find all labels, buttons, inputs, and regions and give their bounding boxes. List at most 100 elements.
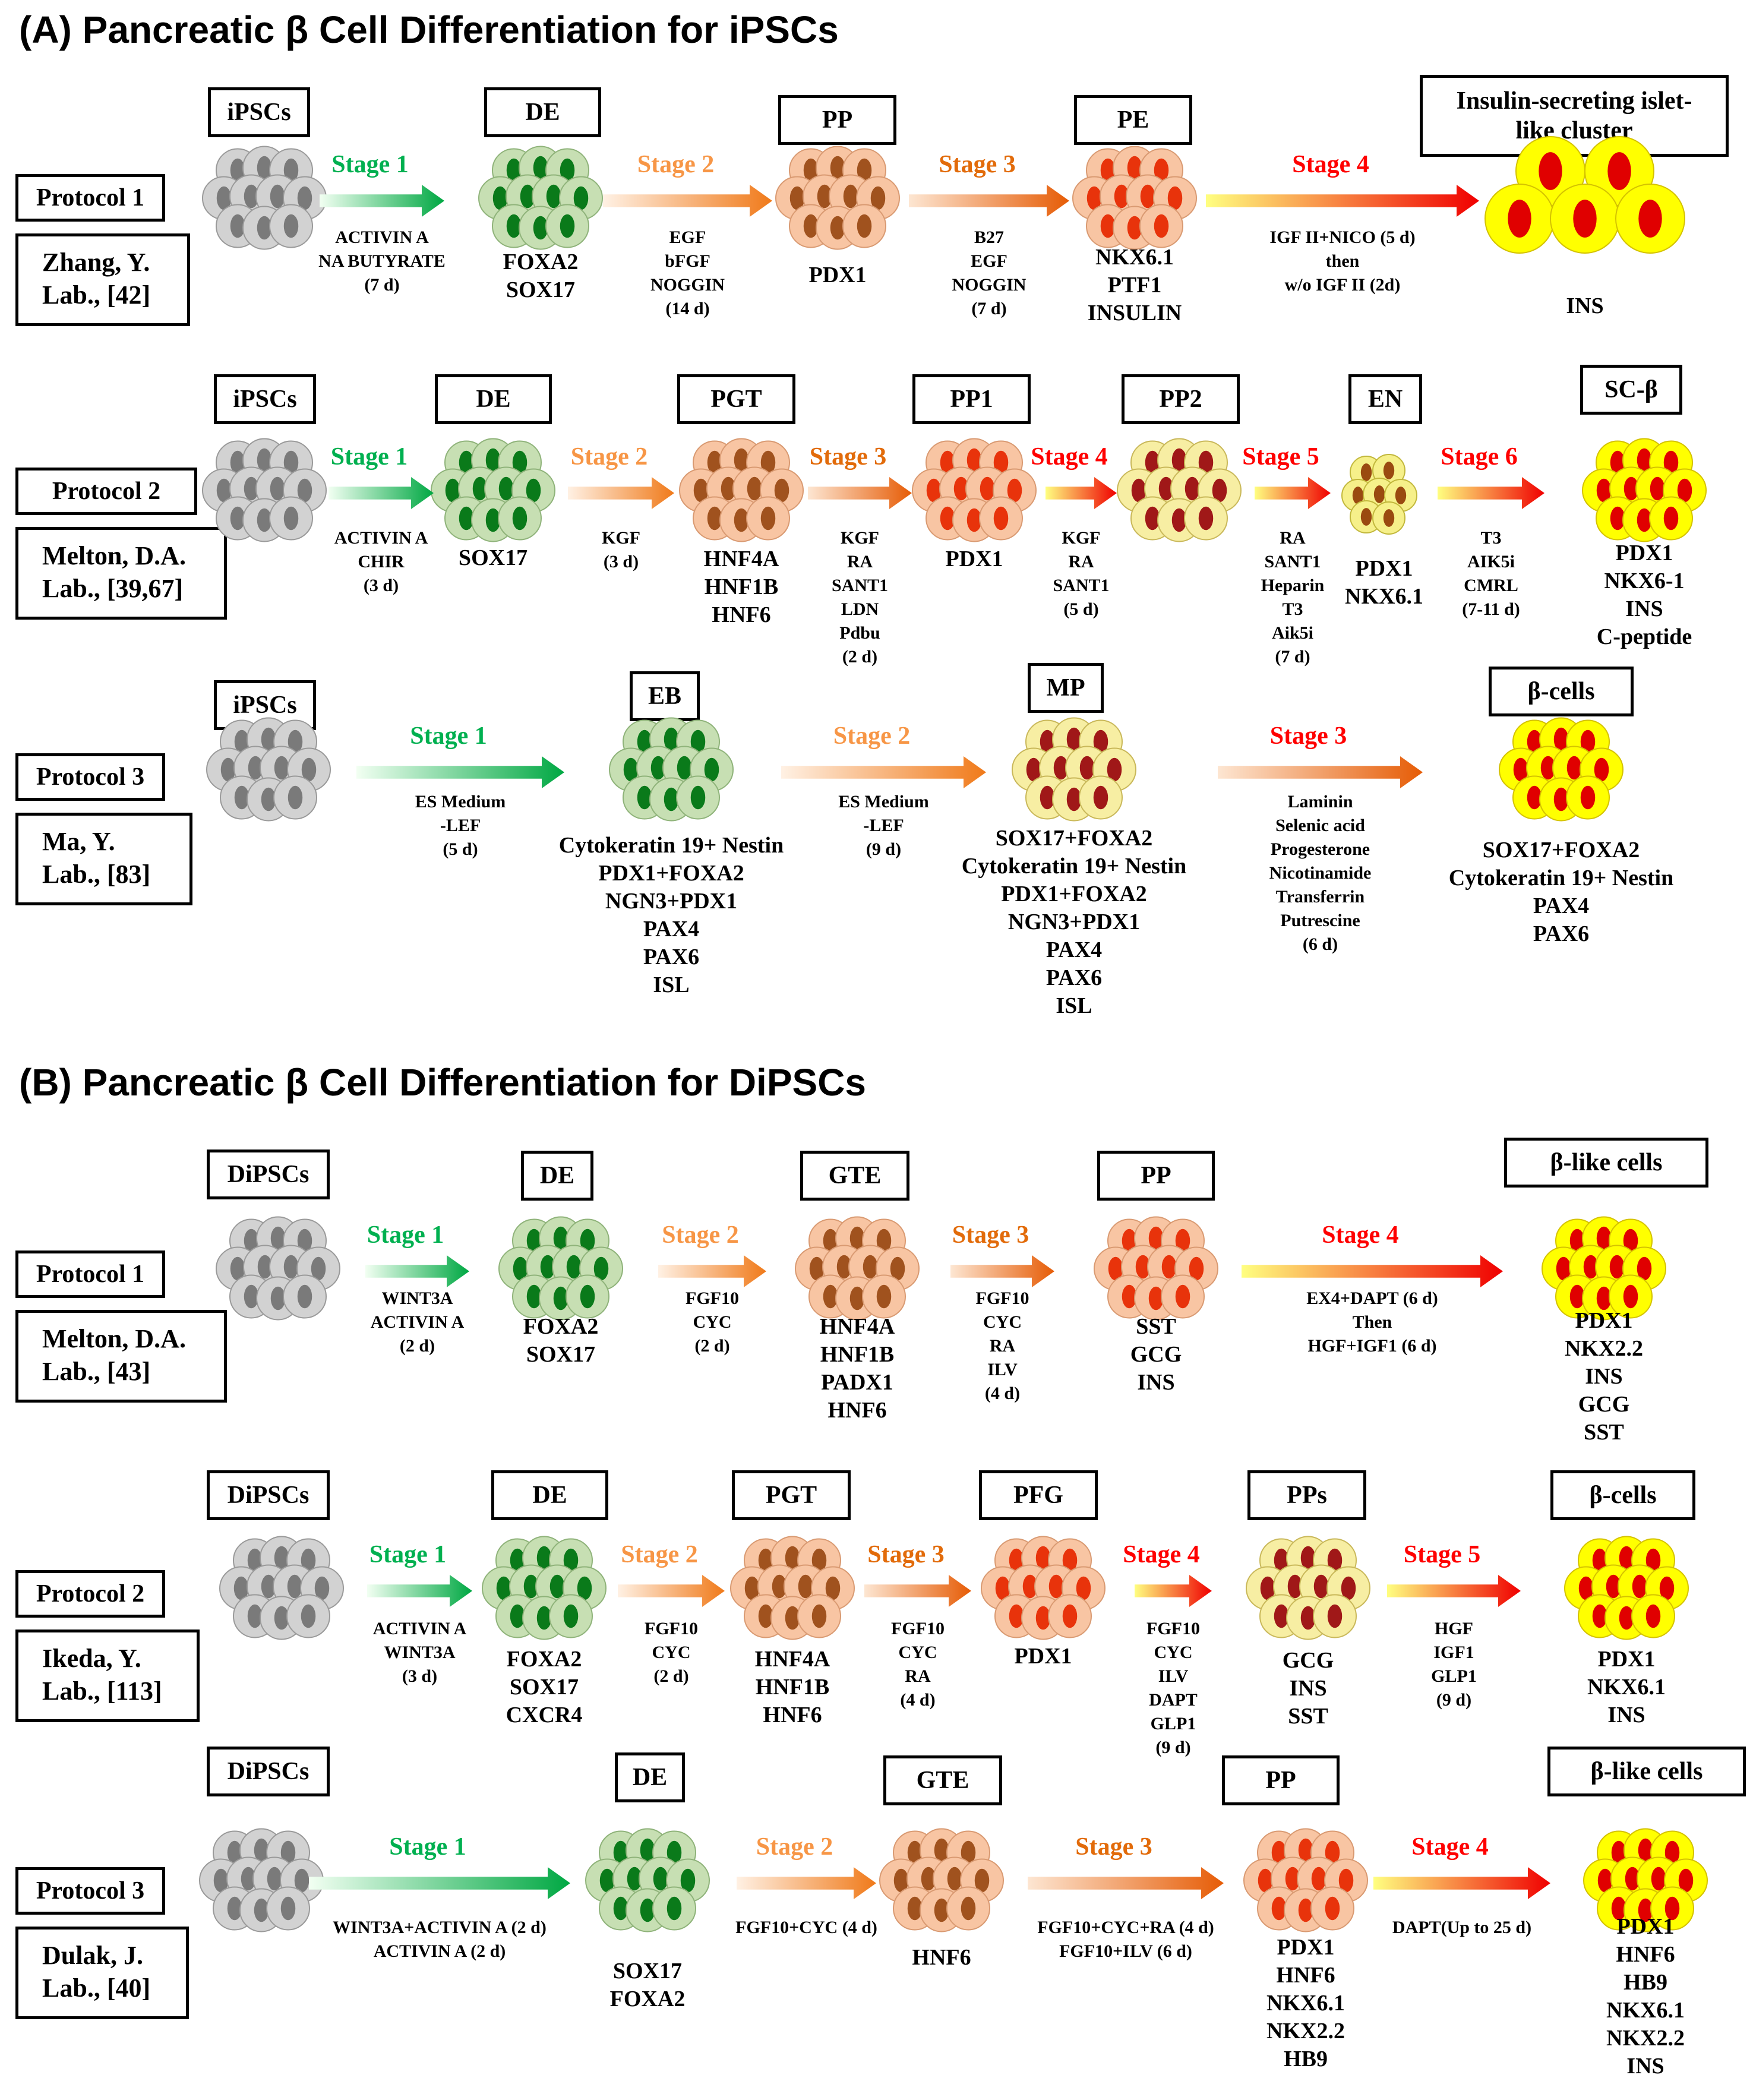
- stage-label: Stage 2: [637, 151, 715, 178]
- cell-nucleus: [863, 1255, 878, 1278]
- condition: LDN: [841, 599, 879, 619]
- cell-nucleus: [707, 506, 722, 530]
- cell-nucleus: [758, 1548, 773, 1572]
- cell-cluster: [431, 438, 555, 542]
- condition: Aik5i: [1271, 623, 1314, 643]
- stage-arrow: [1135, 1575, 1212, 1607]
- cell-cluster: [478, 146, 603, 250]
- marker: SOX17: [506, 277, 576, 302]
- cell-nucleus: [966, 448, 982, 472]
- cell-cluster: [1484, 136, 1685, 254]
- marker: HNF1B: [820, 1342, 895, 1367]
- cell-nucleus: [244, 1229, 259, 1252]
- cell-nucleus: [1145, 506, 1160, 530]
- marker: ISL: [1056, 993, 1092, 1018]
- protocol-label: Protocol 1: [15, 1250, 165, 1298]
- cell-nucleus: [1645, 1548, 1661, 1572]
- stage-label: Stage 2: [756, 1833, 833, 1861]
- stage-box: GTE: [883, 1755, 1002, 1805]
- cell-nucleus: [1606, 1574, 1621, 1598]
- cell-nucleus: [580, 1284, 595, 1308]
- marker: FOXA2: [506, 1647, 582, 1672]
- cell-nucleus: [1154, 158, 1169, 182]
- lab-reference: Zhang, Y.Lab., [42]: [15, 233, 190, 326]
- condition: Putrescine: [1280, 911, 1360, 930]
- cell-nucleus: [1035, 1606, 1051, 1630]
- cell-nucleus: [1062, 1548, 1078, 1572]
- condition: CMRL: [1464, 576, 1518, 595]
- condition: RA: [905, 1666, 931, 1686]
- condition: DAPT: [1149, 1690, 1198, 1710]
- cell-nucleus: [1513, 757, 1528, 781]
- condition: IGF II+NICO (5 d): [1269, 228, 1416, 247]
- stage-arrow-shape: [909, 185, 1069, 217]
- cell-cluster: [1341, 454, 1417, 535]
- cell-nucleus: [270, 1226, 286, 1250]
- cell-nucleus: [974, 1868, 990, 1892]
- cell-nucleus: [270, 184, 285, 208]
- cell-nucleus: [817, 184, 832, 208]
- marker: SOX17: [612, 1959, 683, 1984]
- condition: HGF: [1434, 1619, 1473, 1638]
- cell-nucleus: [961, 1840, 976, 1864]
- marker: CXCR4: [506, 1703, 583, 1728]
- cell-nucleus: [1539, 152, 1562, 190]
- stage-arrow: [1438, 477, 1544, 509]
- marker: GCG: [1282, 1648, 1334, 1673]
- marker: PDX1: [1615, 541, 1673, 566]
- cell-nucleus: [1527, 785, 1542, 809]
- cell-cluster: [1542, 1216, 1666, 1320]
- cell-nucleus: [1260, 1576, 1275, 1600]
- stage-arrow: [864, 1575, 971, 1607]
- cell-nucleus: [1637, 508, 1652, 532]
- protocol-label: Protocol 1: [15, 174, 165, 222]
- marker: SOX17: [458, 545, 528, 570]
- marker: PAX4: [643, 917, 700, 942]
- cell-nucleus: [506, 214, 522, 238]
- cell-nucleus: [1311, 1867, 1326, 1890]
- cell-nucleus: [1148, 1286, 1164, 1310]
- cell-nucleus: [283, 450, 299, 474]
- cell-nucleus: [1611, 1896, 1626, 1920]
- cell-nucleus: [1086, 186, 1102, 210]
- cell-nucleus: [1122, 1284, 1137, 1308]
- cell-nucleus: [1066, 727, 1082, 751]
- stage-box: DE: [615, 1752, 685, 1802]
- cell-nucleus: [1274, 1548, 1289, 1572]
- condition: ACTIVIN A: [335, 228, 429, 247]
- cell-nucleus: [230, 450, 245, 474]
- cell-nucleus: [1677, 478, 1692, 502]
- condition: ILV: [1158, 1666, 1189, 1686]
- cell-cluster: [498, 1216, 623, 1320]
- marker: HNF1B: [755, 1675, 830, 1700]
- stage-label: Stage 4: [1031, 443, 1108, 470]
- marker: NKX6.1: [1345, 584, 1423, 609]
- cell-nucleus: [785, 1546, 800, 1570]
- cell-nucleus: [1638, 1898, 1653, 1922]
- lab-reference: Ikeda, Y.Lab., [113]: [15, 1630, 200, 1722]
- cell-nucleus: [1175, 1284, 1190, 1308]
- condition: (7 d): [971, 299, 1007, 318]
- cell-nucleus: [1300, 1606, 1316, 1630]
- stage-arrow-shape: [309, 1867, 570, 1899]
- marker: SST: [1288, 1704, 1328, 1729]
- cell-nucleus: [599, 1868, 615, 1892]
- condition: RA: [989, 1336, 1016, 1356]
- condition: ACTIVIN A: [370, 1312, 465, 1332]
- marker: NKX6.1: [1606, 1998, 1685, 2023]
- marker: HNF6: [712, 602, 771, 627]
- cell-nucleus: [811, 1604, 827, 1628]
- cell-nucleus: [650, 756, 666, 779]
- cell-nucleus: [1175, 1229, 1190, 1252]
- cell-nucleus: [907, 1896, 923, 1920]
- cell-nucleus: [1619, 1606, 1634, 1630]
- lab-reference-line: Lab., [83]: [42, 860, 151, 889]
- marker: PTF1: [1107, 273, 1162, 298]
- marker: NKX6-1: [1604, 569, 1685, 593]
- stage-arrow-shape: [1373, 1867, 1550, 1899]
